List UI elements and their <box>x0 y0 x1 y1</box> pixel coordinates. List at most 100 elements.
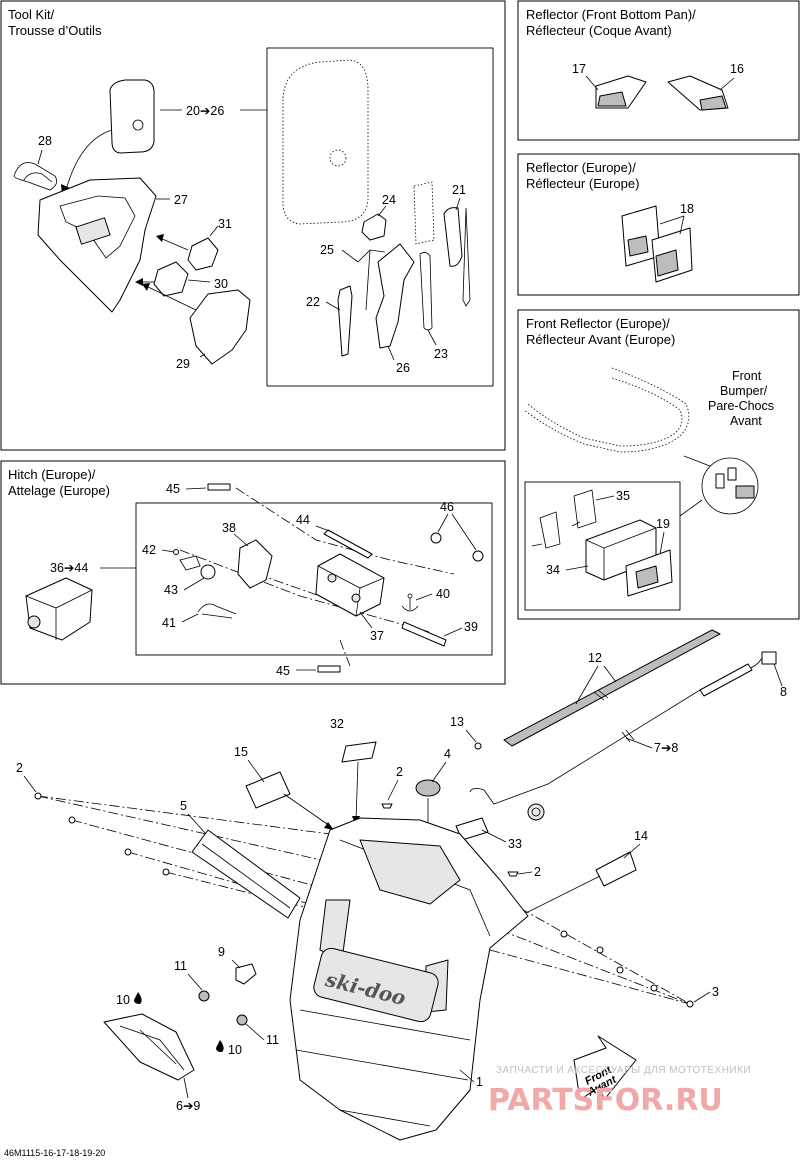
anchor-icon <box>401 593 419 612</box>
bracket-a <box>531 511 561 549</box>
callout-41: 41 <box>162 616 176 630</box>
callout-26: 26 <box>396 361 410 375</box>
reflector-europe-title-line1: Reflector (Europe)/ <box>526 160 636 175</box>
reflector-pan-title-line2: Réflecteur (Coque Avant) <box>526 23 672 38</box>
strap <box>13 162 58 191</box>
front-reflector-title-line2: Réflecteur Avant (Europe) <box>526 332 675 347</box>
callout-21: 21 <box>452 183 466 197</box>
front-bumper-label-line4: Avant <box>730 414 762 428</box>
hitch-title-line2: Attelage (Europe) <box>8 483 110 498</box>
callout-43: 43 <box>164 583 178 597</box>
callout-3: 3 <box>712 985 719 999</box>
callout-11-top: 11 <box>174 959 187 973</box>
callout-13: 13 <box>450 715 464 729</box>
callout-1: 1 <box>476 1075 483 1089</box>
emblem <box>415 779 441 797</box>
callout-38: 38 <box>222 521 236 535</box>
front-bumper-label-line1: Front <box>732 369 762 383</box>
callout-6-9: 6➔9 <box>176 1099 200 1113</box>
screw-2-left <box>34 792 42 800</box>
callout-20-26: 20➔26 <box>186 104 224 118</box>
callout-17: 17 <box>572 62 586 76</box>
connector-8 <box>761 651 777 665</box>
reflector-front-bottom-pan-panel: Reflector (Front Bottom Pan)/ Réflecteur… <box>517 0 800 141</box>
hitch-title-line1: Hitch (Europe)/ <box>8 467 96 482</box>
extension-bar <box>419 252 433 331</box>
callout-10-left: 10 <box>116 993 130 1007</box>
connector-nut <box>527 803 545 821</box>
callout-29: 29 <box>176 357 190 371</box>
foam-pad-29 <box>189 289 251 365</box>
callout-12: 12 <box>588 651 602 665</box>
callout-39: 39 <box>464 620 478 634</box>
callout-15: 15 <box>234 745 248 759</box>
nut-b <box>472 550 484 562</box>
hitch-europe-panel: Hitch (Europe)/ Attelage (Europe) 36➔44 … <box>0 460 506 685</box>
front-bumper-label-line3: Pare-Chocs <box>708 399 774 413</box>
drop-icon <box>134 992 142 1004</box>
callout-9: 9 <box>218 945 225 959</box>
watermark: ЗАПЧАСТИ И АКСЕССУАРЫ ДЛЯ МОТОТЕХНИКИ PA… <box>488 1065 751 1118</box>
callout-18: 18 <box>680 202 694 216</box>
drawing-code: 46M1115-16-17-18-19-20 <box>4 1148 105 1158</box>
tool-pouch <box>109 79 155 154</box>
hitch-latch <box>237 539 273 589</box>
callout-33: 33 <box>508 837 522 851</box>
callout-36-44: 36➔44 <box>50 561 88 575</box>
callout-23: 23 <box>434 347 448 361</box>
hairpin-cotter <box>197 603 237 619</box>
front-reflector-title-line1: Front Reflector (Europe)/ <box>526 316 670 331</box>
callout-5: 5 <box>180 799 187 813</box>
foam-pad-31 <box>187 237 219 271</box>
callout-4: 4 <box>444 747 451 761</box>
callout-35: 35 <box>616 489 630 503</box>
screw-2-right <box>507 871 519 877</box>
mount-clip-small <box>715 473 725 489</box>
callout-44: 44 <box>296 513 310 527</box>
callout-32: 32 <box>330 717 344 731</box>
callout-2-center: 2 <box>396 765 403 779</box>
grommet-b <box>236 1014 248 1026</box>
harness-cable <box>469 657 763 805</box>
watermark-caption: ЗАПЧАСТИ И АКСЕССУАРЫ ДЛЯ МОТОТЕХНИКИ <box>496 1065 751 1076</box>
callout-2-right: 2 <box>534 865 541 879</box>
callout-40: 40 <box>436 587 450 601</box>
main-assembly: 2 3 15 32 4 2 2 33 13 <box>16 629 787 1141</box>
screw-13 <box>474 742 482 750</box>
bolt-bottom <box>317 665 341 673</box>
callout-42: 42 <box>142 543 156 557</box>
callout-19: 19 <box>656 517 670 531</box>
bracket-b <box>571 489 597 529</box>
spring-clip <box>179 555 201 571</box>
drop-icon-b <box>216 1040 224 1052</box>
detail-circle <box>701 457 759 515</box>
hitch-pin <box>401 621 447 647</box>
callout-11-bottom: 11 <box>266 1033 279 1047</box>
hitch-plate <box>323 529 373 559</box>
callout-8: 8 <box>780 685 787 699</box>
watermark-logo: PARTSFOR.RU <box>488 1083 723 1118</box>
hitch-assembly <box>25 577 93 641</box>
hitch-receiver <box>315 553 385 617</box>
screwdriver <box>443 207 463 267</box>
foam-pad-30 <box>153 261 189 297</box>
tool-kit-title-line1: Tool Kit/ <box>8 7 55 22</box>
callout-34: 34 <box>546 563 560 577</box>
hex-key <box>357 249 386 311</box>
ball-detent <box>200 564 216 580</box>
decal-32 <box>341 741 377 763</box>
callout-27: 27 <box>174 193 188 207</box>
nut-a <box>430 532 442 544</box>
reflector-europe-panel: Reflector (Europe)/ Réflecteur (Europe) … <box>517 153 800 296</box>
callout-22: 22 <box>306 295 320 309</box>
front-reflector-europe-panel: Front Reflector (Europe)/ Réflecteur Ava… <box>517 309 800 620</box>
callout-28: 28 <box>38 134 52 148</box>
decal-14 <box>595 851 637 887</box>
callout-7-8: 7➔8 <box>654 741 678 755</box>
bolt-top <box>207 483 231 491</box>
callout-14: 14 <box>634 829 648 843</box>
callout-16: 16 <box>730 62 744 76</box>
tool-clip <box>361 213 387 241</box>
screw-2-center <box>381 803 393 809</box>
tool-bag-logo-icon <box>329 149 347 167</box>
